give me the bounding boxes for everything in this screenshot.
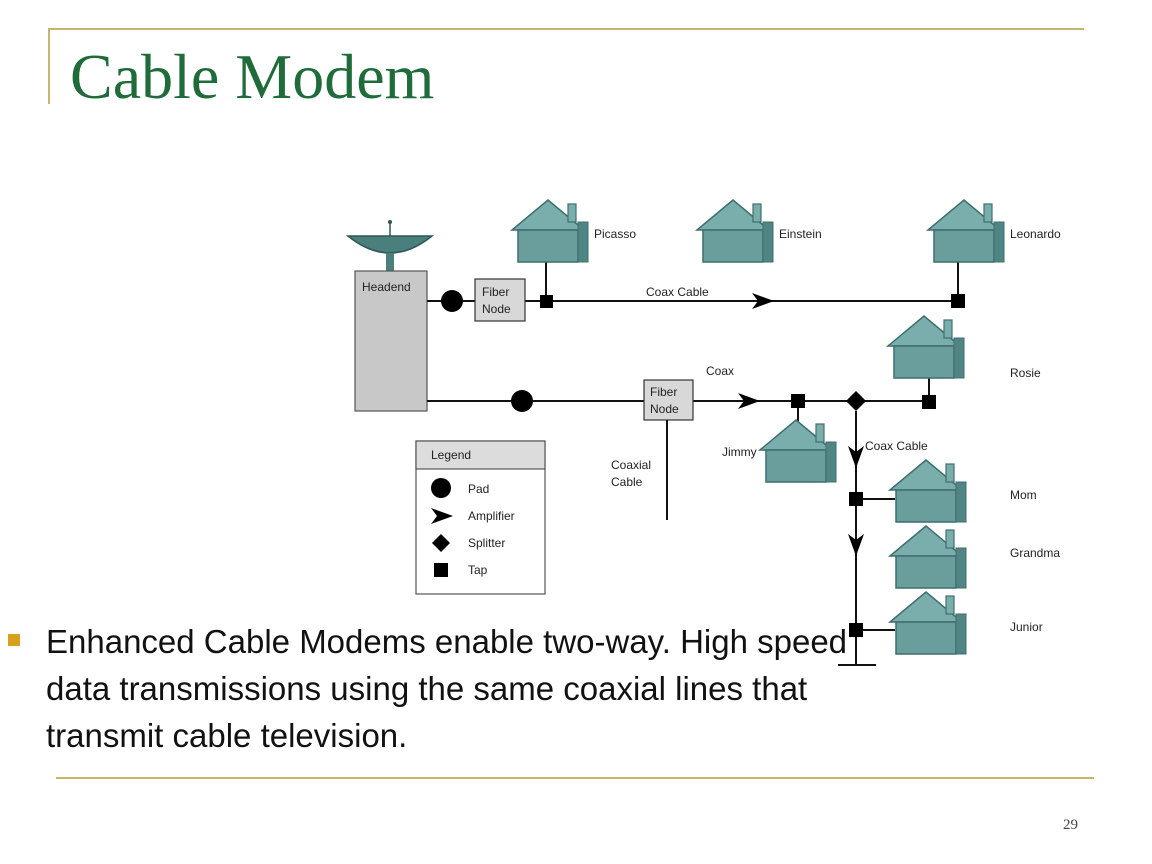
- house-grandma-icon: [889, 525, 967, 589]
- fiber-node-1-line2: Node: [482, 302, 511, 316]
- amplifier-icon: [848, 534, 864, 556]
- top-rule: [48, 28, 1084, 30]
- bullet-square-icon: [8, 634, 20, 646]
- coax-cable-branch-label: Coax Cable: [865, 439, 928, 453]
- house-picasso-label: Picasso: [594, 227, 636, 241]
- house-picasso-icon: [511, 199, 589, 263]
- fiber-node-1-line1: Fiber: [482, 285, 509, 299]
- bottom-rule: [56, 777, 1094, 779]
- fiber-node-2-line1: Fiber: [650, 385, 677, 399]
- coax-label: Coax: [706, 364, 734, 378]
- slide-title: Cable Modem: [70, 41, 435, 112]
- legend-item-amplifier: Amplifier: [468, 509, 515, 523]
- house-junior-icon: [889, 591, 967, 655]
- fiber-node-1: [474, 278, 526, 322]
- house-mom-icon: [889, 459, 967, 523]
- house-einstein-label: Einstein: [779, 227, 822, 241]
- legend-item-splitter: Splitter: [468, 536, 505, 550]
- house-grandma-label: Grandma: [1010, 546, 1060, 560]
- pad-icon: [511, 390, 533, 412]
- house-mom-label: Mom: [1010, 488, 1037, 502]
- tap-icon: [849, 492, 863, 506]
- left-rule: [48, 28, 50, 104]
- legend: Legend Pad Amplifier Splitter Tap: [415, 440, 546, 595]
- pad-icon: [441, 290, 463, 312]
- legend-title: Legend: [431, 448, 471, 462]
- coax-cable-top-label: Coax Cable: [646, 285, 709, 299]
- coaxial-cable-line2: Cable: [611, 475, 643, 489]
- house-rosie-label: Rosie: [1010, 366, 1041, 380]
- house-jimmy-icon: [759, 419, 837, 483]
- bullet-text: Enhanced Cable Modems enable two-way. Hi…: [46, 623, 848, 754]
- amplifier-icon: [738, 393, 760, 409]
- headend-label: Headend: [362, 280, 411, 294]
- legend-pad-icon: [431, 478, 451, 498]
- house-junior-label: Junior: [1010, 620, 1043, 634]
- page-number: 29: [1063, 817, 1078, 833]
- amplifier-icon: [752, 293, 774, 309]
- legend-item-tap: Tap: [468, 563, 488, 577]
- tap-icon: [540, 295, 553, 308]
- house-leonardo-label: Leonardo: [1010, 227, 1061, 241]
- legend-amplifier-icon: [431, 508, 453, 524]
- tap-icon: [922, 395, 936, 409]
- bullet-list: Enhanced Cable Modems enable two-way. Hi…: [8, 618, 848, 759]
- tap-icon: [951, 294, 965, 308]
- headend-box: [354, 270, 428, 412]
- house-rosie-icon: [887, 315, 965, 379]
- satellite-dish-icon: [345, 220, 435, 271]
- house-leonardo-icon: [927, 199, 1005, 263]
- legend-splitter-icon: [432, 534, 450, 552]
- house-einstein-icon: [696, 199, 774, 263]
- splitter-icon: [846, 391, 866, 411]
- coaxial-cable-line1: Coaxial: [611, 458, 651, 472]
- legend-item-pad: Pad: [468, 482, 489, 496]
- amplifier-icon: [848, 446, 864, 468]
- tap-icon: [849, 623, 863, 637]
- fiber-node-2: [643, 379, 694, 421]
- tap-icon: [791, 394, 805, 408]
- house-jimmy-label: Jimmy: [722, 445, 757, 459]
- legend-tap-icon: [434, 563, 448, 577]
- fiber-node-2-line2: Node: [650, 402, 679, 416]
